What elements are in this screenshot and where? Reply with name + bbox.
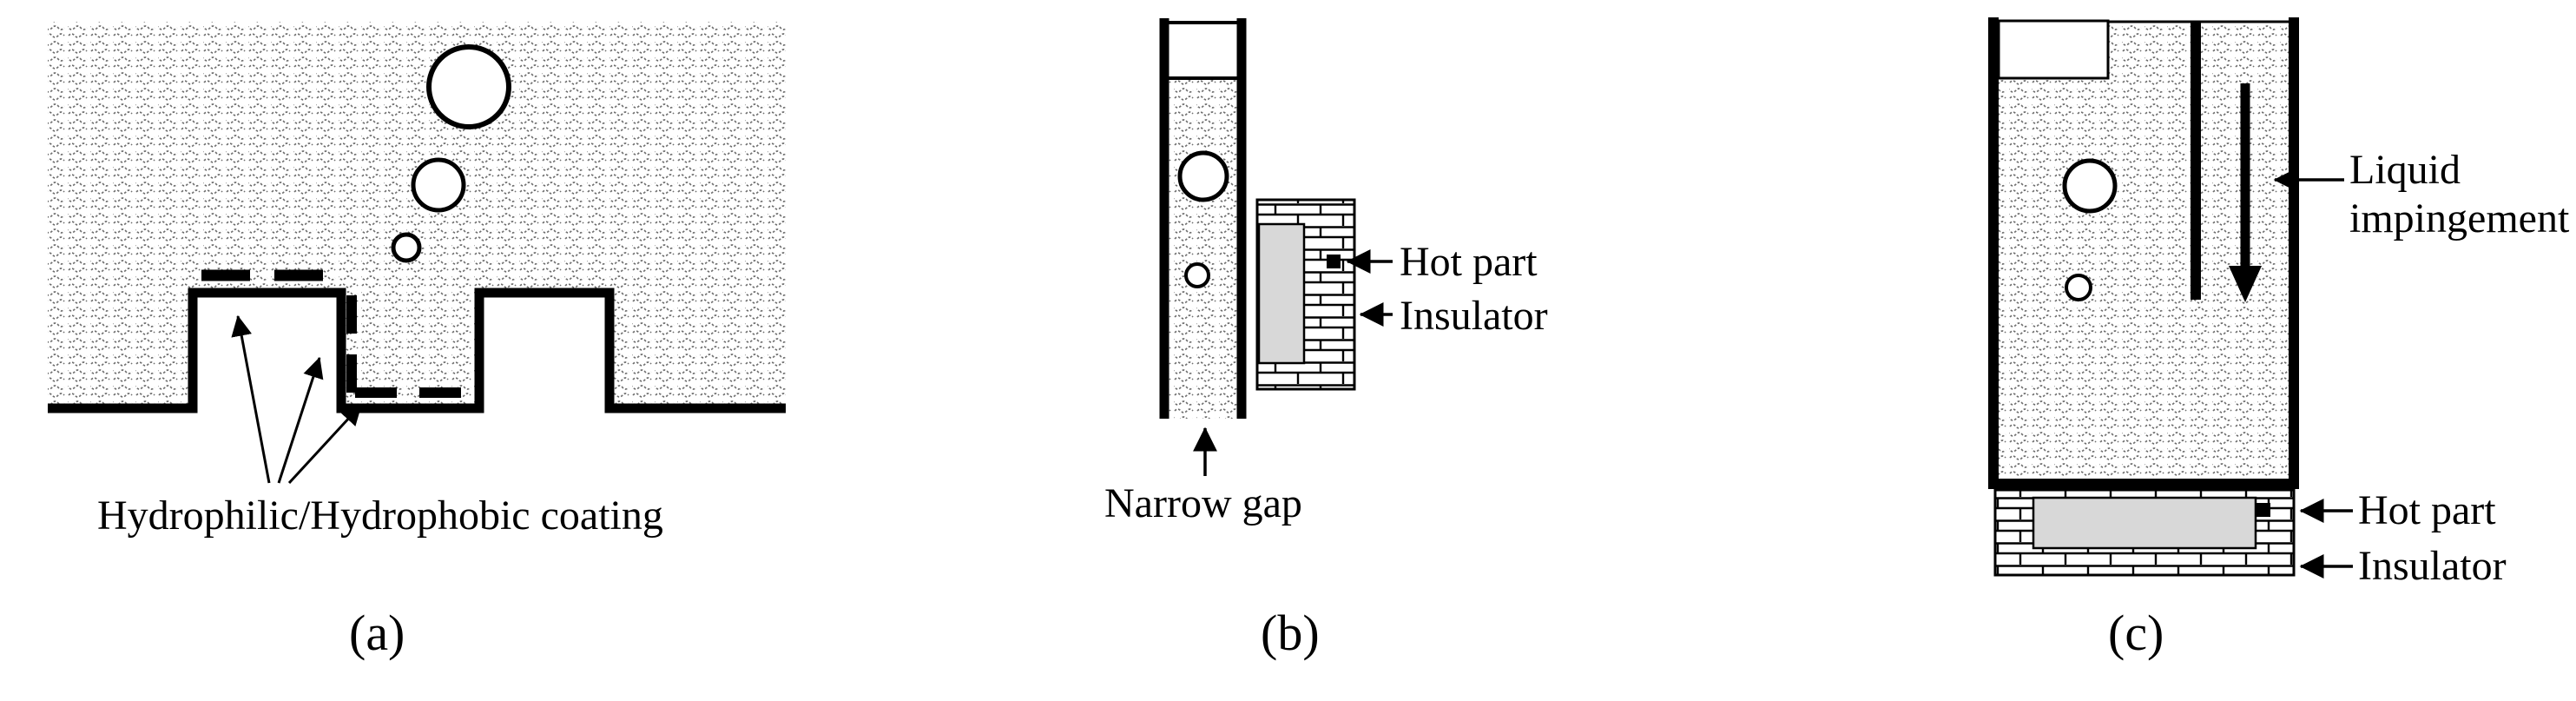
- hot-part-label-c: Hot part: [2358, 487, 2496, 533]
- bubble-medium-icon: [1177, 150, 1229, 202]
- vapor-gap-box: [1997, 19, 2110, 80]
- panel-c-drawing: [1988, 17, 2353, 579]
- coating-pointer-arrow-2: [277, 356, 324, 484]
- liquid-in-gap: [1169, 76, 1238, 419]
- hot-part-label-b: Hot part: [1400, 239, 1538, 285]
- insulator-label-b: Insulator: [1400, 293, 1548, 339]
- heated-surface-profile: [48, 288, 786, 413]
- bubble-large-icon: [426, 44, 511, 129]
- impingement-label: Liquid impingement: [2349, 147, 2570, 241]
- coating-pointer-arrow-1: [231, 314, 271, 484]
- coating-pointer-arrow-3: [287, 403, 363, 485]
- hot-part-marker-square: [1327, 255, 1341, 268]
- caption-c: (c): [2108, 605, 2164, 661]
- insulator-label-c: Insulator: [2358, 543, 2507, 589]
- panel-b-drawing: [1159, 18, 1393, 476]
- hot-part-block: [2032, 496, 2257, 550]
- hot-part-marker-square: [2256, 503, 2270, 517]
- liquid-pool: [48, 22, 786, 408]
- narrow-gap-label: Narrow gap: [1104, 480, 1302, 526]
- bubble-small-icon: [1184, 262, 1210, 288]
- bubble-medium-icon: [2062, 158, 2118, 214]
- caption-a: (a): [349, 605, 405, 661]
- fin-1-body: [193, 293, 341, 408]
- bubble-small-icon: [391, 232, 422, 263]
- hot-part-block: [1257, 222, 1306, 365]
- fin-2-body: [479, 293, 609, 408]
- panel-a-drawing: [48, 22, 786, 485]
- downward-flow-arrowhead-icon: [2229, 266, 2262, 302]
- caption-b: (b): [1261, 605, 1320, 661]
- coating-label: Hydrophilic/Hydrophobic coating: [97, 493, 663, 539]
- bubble-medium-icon: [411, 157, 466, 213]
- bubble-small-icon: [2065, 274, 2092, 301]
